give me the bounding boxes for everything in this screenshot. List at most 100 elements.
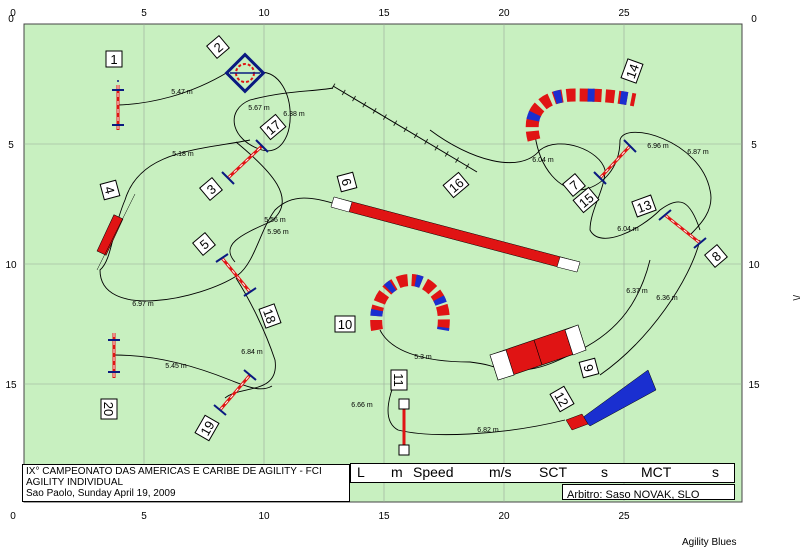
jump-8-13 (658, 209, 707, 249)
x-tick-label-bottom: 20 (498, 511, 510, 522)
jump-2-tire (224, 52, 266, 94)
distance-label: 5.45 m (165, 363, 187, 370)
weave-16 (331, 83, 479, 175)
wall-4 (96, 193, 136, 271)
obstacle-number-8: 8 (704, 244, 728, 268)
distance-label: 5.3 m (414, 354, 432, 361)
x-tick-label-bottom: 10 (258, 511, 270, 522)
path-segment (534, 131, 712, 236)
distance-label: 6.97 m (132, 301, 154, 308)
obstacle-number-2: 2 (206, 35, 230, 59)
distance-label: 5.47 m (171, 89, 193, 96)
svg-text:20: 20 (101, 402, 116, 416)
distance-label: 5.56 m (264, 217, 286, 224)
jump-19 (213, 369, 257, 416)
path-segment (113, 354, 273, 390)
event-info-box: IX° CAMPEONATO DAS AMERICAS E CARIBE DE … (22, 464, 350, 502)
edge-mark: /\ (790, 295, 800, 301)
speed-bar: L m Speed m/s SCT s MCT s (350, 463, 735, 483)
jump-3-17 (221, 139, 269, 185)
path-segment (117, 71, 229, 106)
distance-label: 5.18 m (172, 151, 194, 158)
y-tick-label-right: 5 (751, 140, 757, 151)
event-title: IX° CAMPEONATO DAS AMERICAS E CARIBE DE … (26, 466, 322, 477)
obstacle-number-3: 3 (199, 177, 223, 201)
path-segment (387, 371, 566, 436)
jump-20 (108, 333, 120, 378)
obstacle-number-4: 4 (99, 179, 121, 201)
svg-text:12: 12 (551, 389, 571, 409)
distance-label: 6.66 m (351, 402, 373, 409)
x-tick-label-top: 0 (10, 8, 16, 19)
svg-text:9: 9 (580, 363, 596, 374)
speed-unit: m/s (489, 464, 512, 480)
speed-label: Speed (413, 464, 454, 480)
x-tick-label-top: 5 (141, 8, 147, 19)
path-segment (224, 277, 276, 399)
distance-label: 6.36 m (656, 295, 678, 302)
x-tick-label-top: 15 (378, 8, 390, 19)
obstacle-number-1: 1 (105, 50, 123, 68)
jump-5-18 (215, 253, 257, 297)
svg-text:6: 6 (338, 177, 354, 188)
footer-brand: Agility Blues (682, 537, 737, 548)
event-class: AGILITY INDIVIDUAL (26, 477, 124, 488)
jump-1 (112, 80, 124, 134)
svg-text:13: 13 (635, 197, 654, 216)
distance-label: 6.87 m (687, 149, 709, 156)
tunnel-10 (370, 273, 450, 331)
mct-unit: s (712, 464, 719, 480)
obstacle-number-15: 15 (572, 186, 600, 214)
length-unit: m (391, 464, 403, 480)
obstacle-number-18: 18 (258, 303, 282, 329)
path-segment (233, 71, 334, 152)
judge-name: Arbitro: Saso NOVAK, SLO (567, 489, 700, 501)
x-tick-label-bottom: 15 (378, 511, 390, 522)
obstacle-number-9: 9 (578, 357, 600, 379)
dogwalk-6 (330, 196, 581, 273)
distance-labels: 5.47 m5.67 m6.38 m5.18 m5.56 m5.96 m6.97… (132, 89, 709, 434)
y-tick-label-right: 15 (748, 380, 760, 391)
aframe-9 (489, 324, 587, 381)
distance-label: 6.04 m (532, 157, 554, 164)
distance-label: 6.37 m (626, 288, 648, 295)
y-tick-label-left: 5 (8, 140, 14, 151)
tunnel-12 (565, 369, 657, 431)
obstacle-number-14: 14 (620, 58, 644, 84)
distance-label: 6.96 m (647, 143, 669, 150)
judge-box: Arbitro: Saso NOVAK, SLO (562, 484, 735, 501)
svg-text:19: 19 (197, 418, 217, 438)
obstacle-number-20: 20 (100, 398, 118, 420)
path-segment (599, 239, 701, 376)
obstacle-number-19: 19 (194, 414, 220, 442)
event-date: Sao Paolo, Sunday April 19, 2009 (26, 488, 176, 499)
length-label: L (357, 464, 365, 480)
obstacle-number-7: 7 (562, 173, 586, 197)
dog-path (99, 71, 712, 436)
distance-label: 6.04 m (617, 226, 639, 233)
x-tick-label-bottom: 5 (141, 511, 147, 522)
obstacle-number-16: 16 (442, 171, 470, 199)
distance-label: 5.96 m (267, 229, 289, 236)
jump-7-15 (593, 139, 637, 185)
svg-text:1: 1 (110, 52, 117, 67)
obstacle-number-17: 17 (259, 113, 287, 141)
mct-label: MCT (641, 464, 672, 480)
sct-unit: s (601, 464, 608, 480)
obstacle-number-10: 10 (334, 315, 356, 333)
tunnel-14 (525, 88, 637, 142)
x-tick-label-bottom: 25 (618, 511, 630, 522)
path-segment (229, 141, 283, 263)
svg-text:10: 10 (338, 317, 352, 332)
x-tick-label-bottom: 0 (10, 511, 16, 522)
obstacle-number-6: 6 (336, 171, 358, 193)
path-segment (429, 129, 701, 239)
y-tick-label-left: 10 (5, 260, 17, 271)
distance-label: 6.38 m (283, 111, 305, 118)
x-tick-label-top: 10 (258, 8, 270, 19)
distance-label: 6.84 m (241, 349, 263, 356)
y-tick-label-right: 0 (751, 14, 757, 25)
